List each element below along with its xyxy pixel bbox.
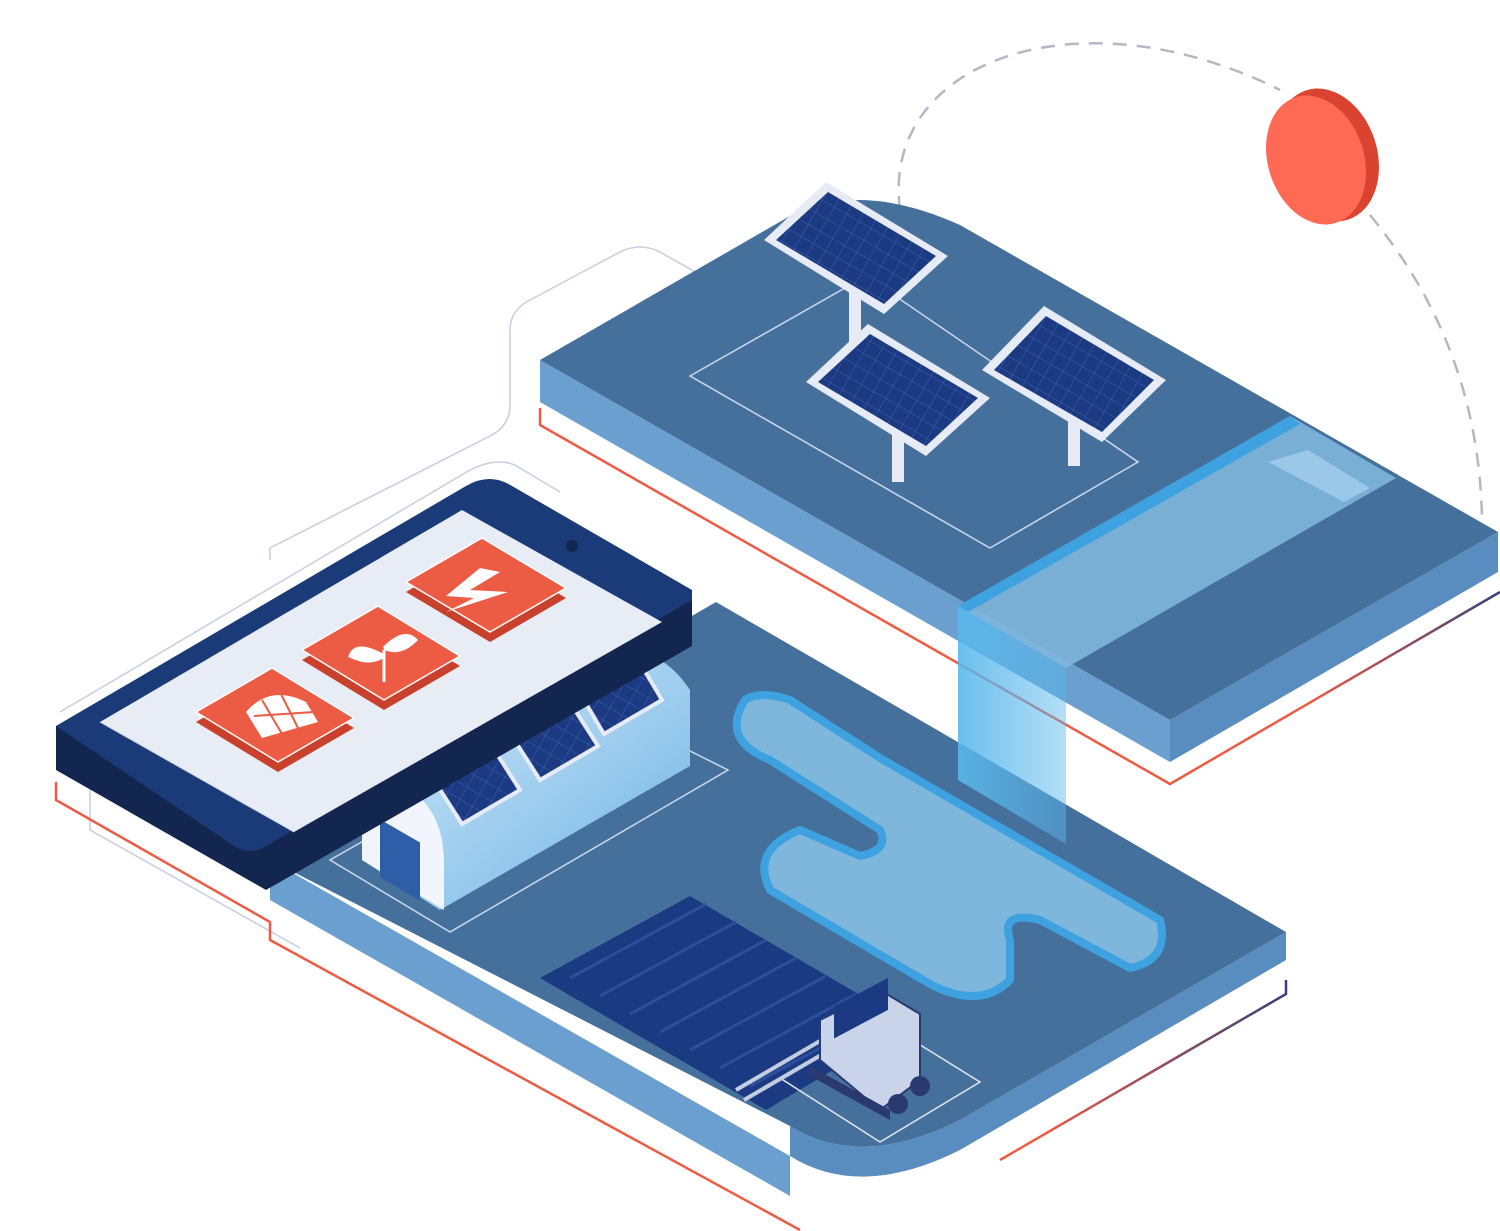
sun-orbit-arc [897,42,1484,521]
plant-sprout-icon [300,605,462,710]
sun-icon [1266,88,1379,225]
smartphone-icon [56,479,692,890]
lower-platform-shadow-line [54,782,1288,1231]
solar-panel-icon [982,306,1166,466]
solar-array-icon [194,667,356,772]
field-robot-icon [734,977,930,1120]
solar-panel-icon [806,324,990,482]
river [732,691,1166,1000]
lightning-icon [404,537,568,642]
solar-platform [540,200,1498,762]
water-beam [958,606,1066,844]
upper-platform-shadow-line [538,408,1500,786]
solar-panel-icon [764,182,948,350]
circuit-outline-upper [269,246,781,560]
